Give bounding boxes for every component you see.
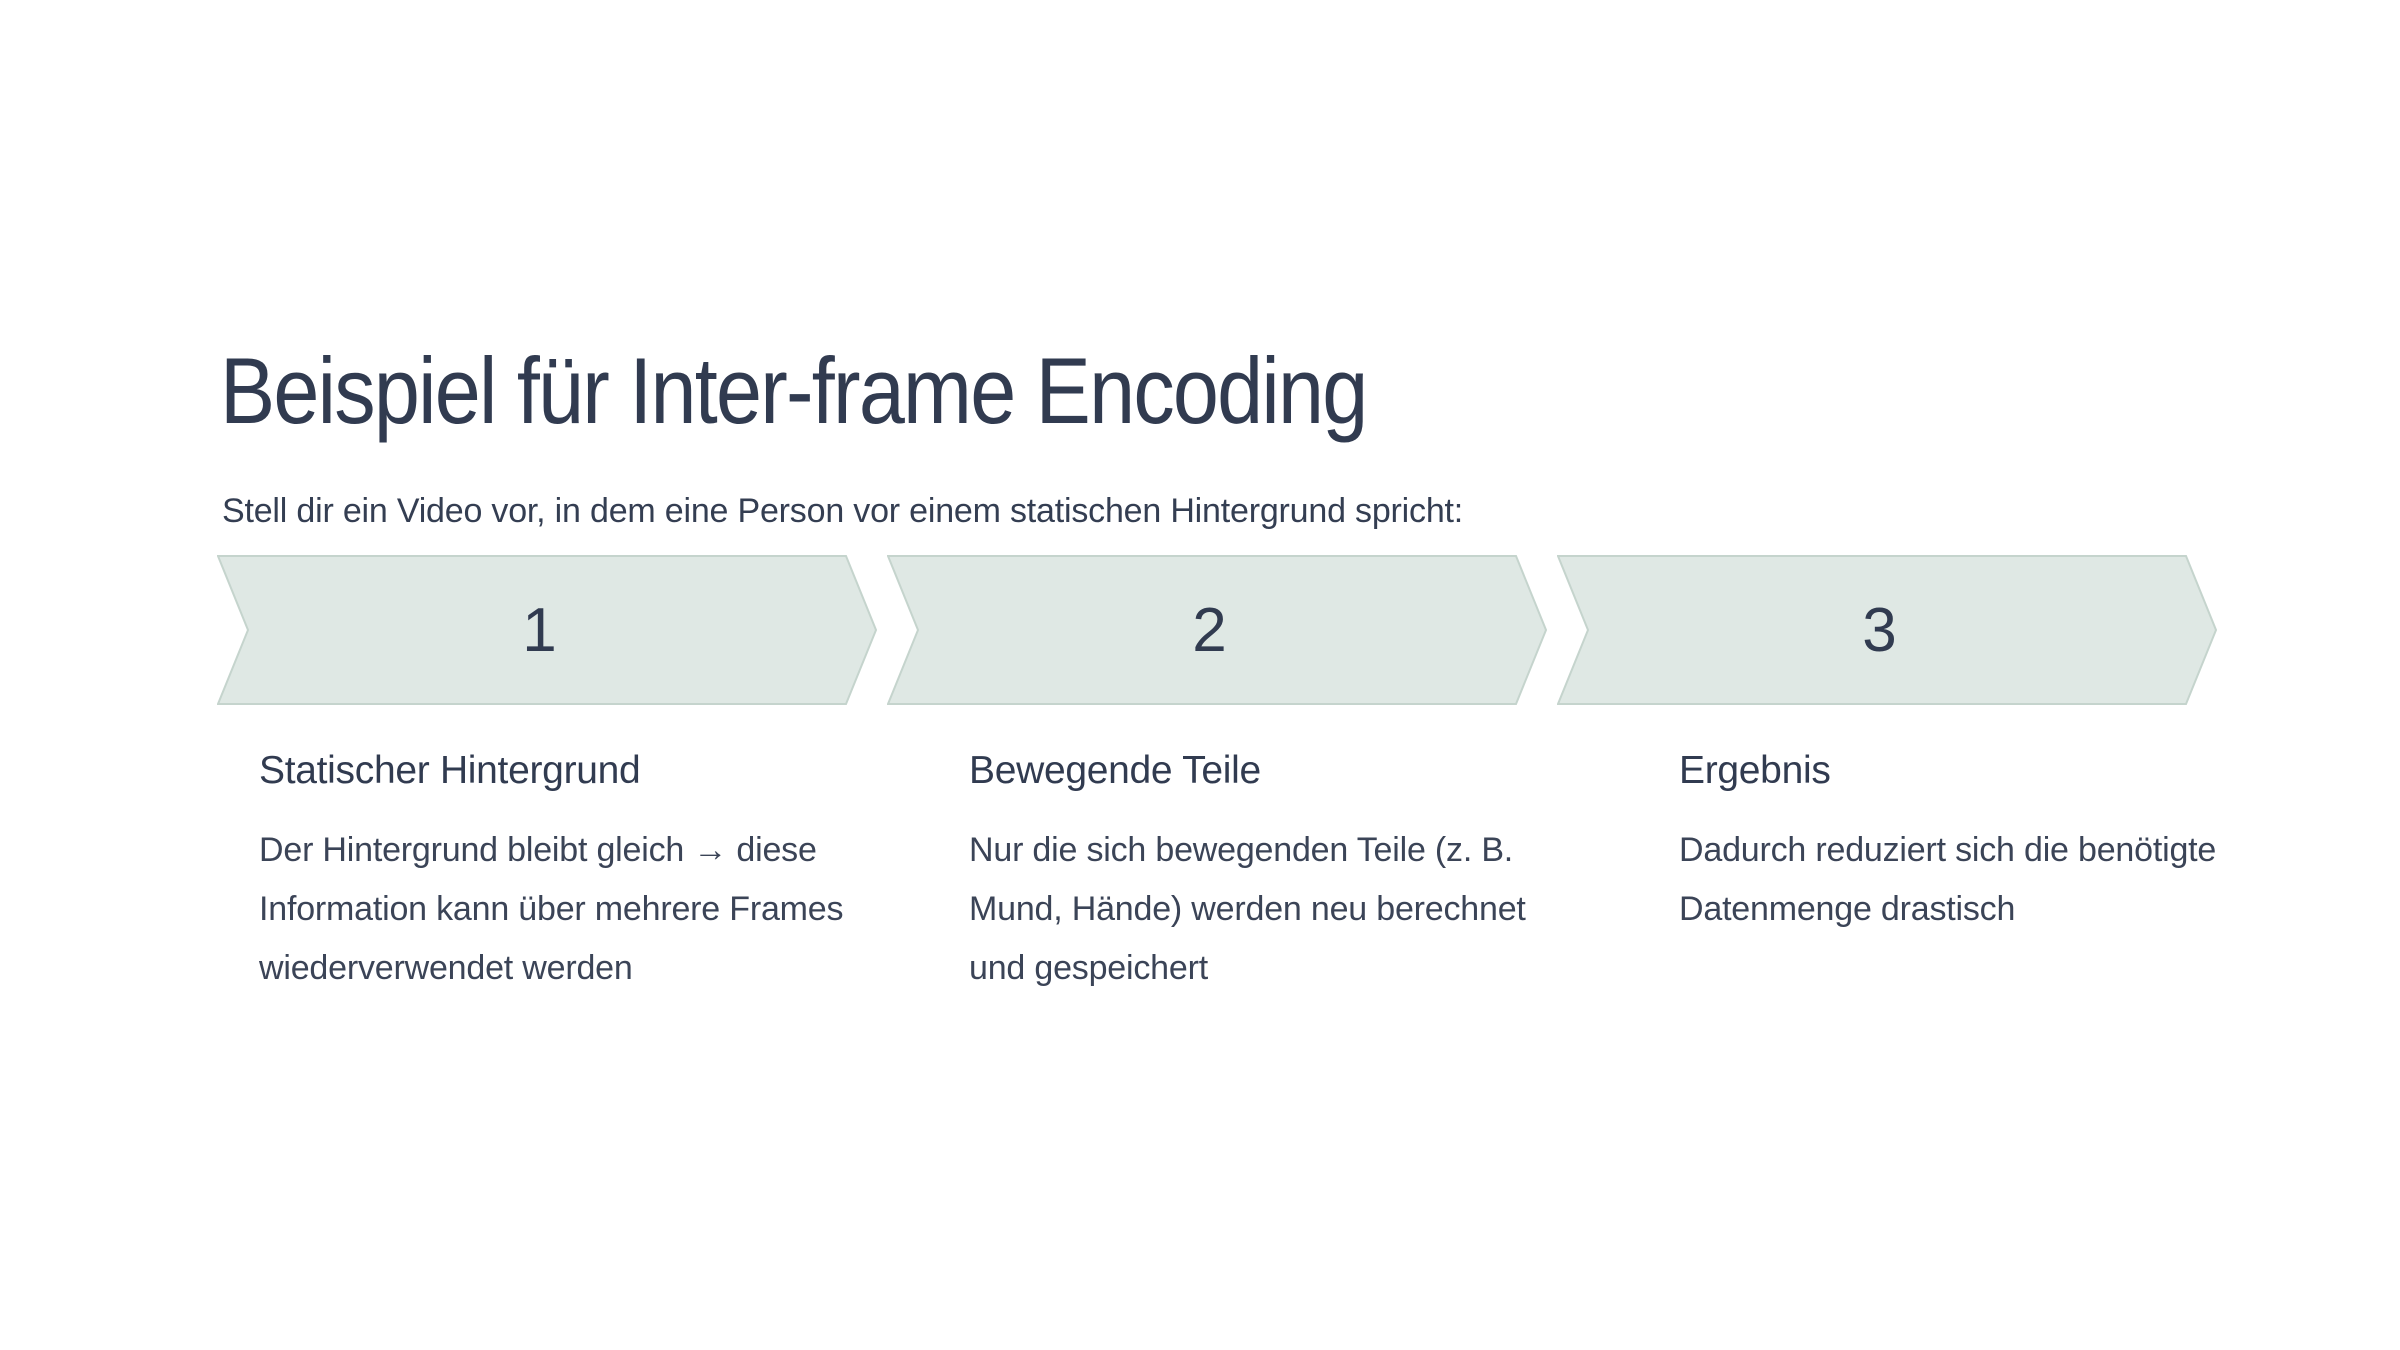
step-body-text: Nur die sich bewegenden Teile (z. B. Mun… (969, 830, 1526, 987)
step-number: 1 (522, 595, 557, 665)
step-3-description: Ergebnis Dadurch reduziert sich die benö… (1637, 748, 2265, 998)
chevron-arrow-icon (887, 555, 1547, 705)
process-step-1-chevron: 1 (217, 555, 877, 705)
step-heading: Bewegende Teile (969, 749, 1261, 792)
step-body-text: Dadurch reduziert sich die benötigte Dat… (1679, 830, 2217, 928)
chevron-arrow-icon (217, 555, 877, 705)
step-heading: Statischer Hintergrund (259, 749, 641, 792)
step-heading: Ergebnis (1679, 749, 1831, 792)
process-arrow-row: 1 2 3 (217, 555, 2217, 705)
step-number: 2 (1192, 595, 1227, 665)
step-2-description: Bewegende Teile Nur die sich bewegenden … (927, 748, 1555, 998)
page-title: Beispiel für Inter-frame Encoding (220, 337, 1368, 443)
step-descriptions: Statischer Hintergrund Der Hintergrund b… (217, 748, 2265, 998)
step-number: 3 (1862, 595, 1897, 665)
step-1-description: Statischer Hintergrund Der Hintergrund b… (217, 748, 845, 998)
chevron-arrow-icon (1557, 555, 2217, 705)
intro-text: Stell dir ein Video vor, in dem eine Per… (222, 492, 1464, 530)
step-body-text: Der Hintergrund bleibt gleich → diese In… (259, 830, 844, 987)
process-step-3-chevron: 3 (1557, 555, 2217, 705)
process-step-2-chevron: 2 (887, 555, 1547, 705)
